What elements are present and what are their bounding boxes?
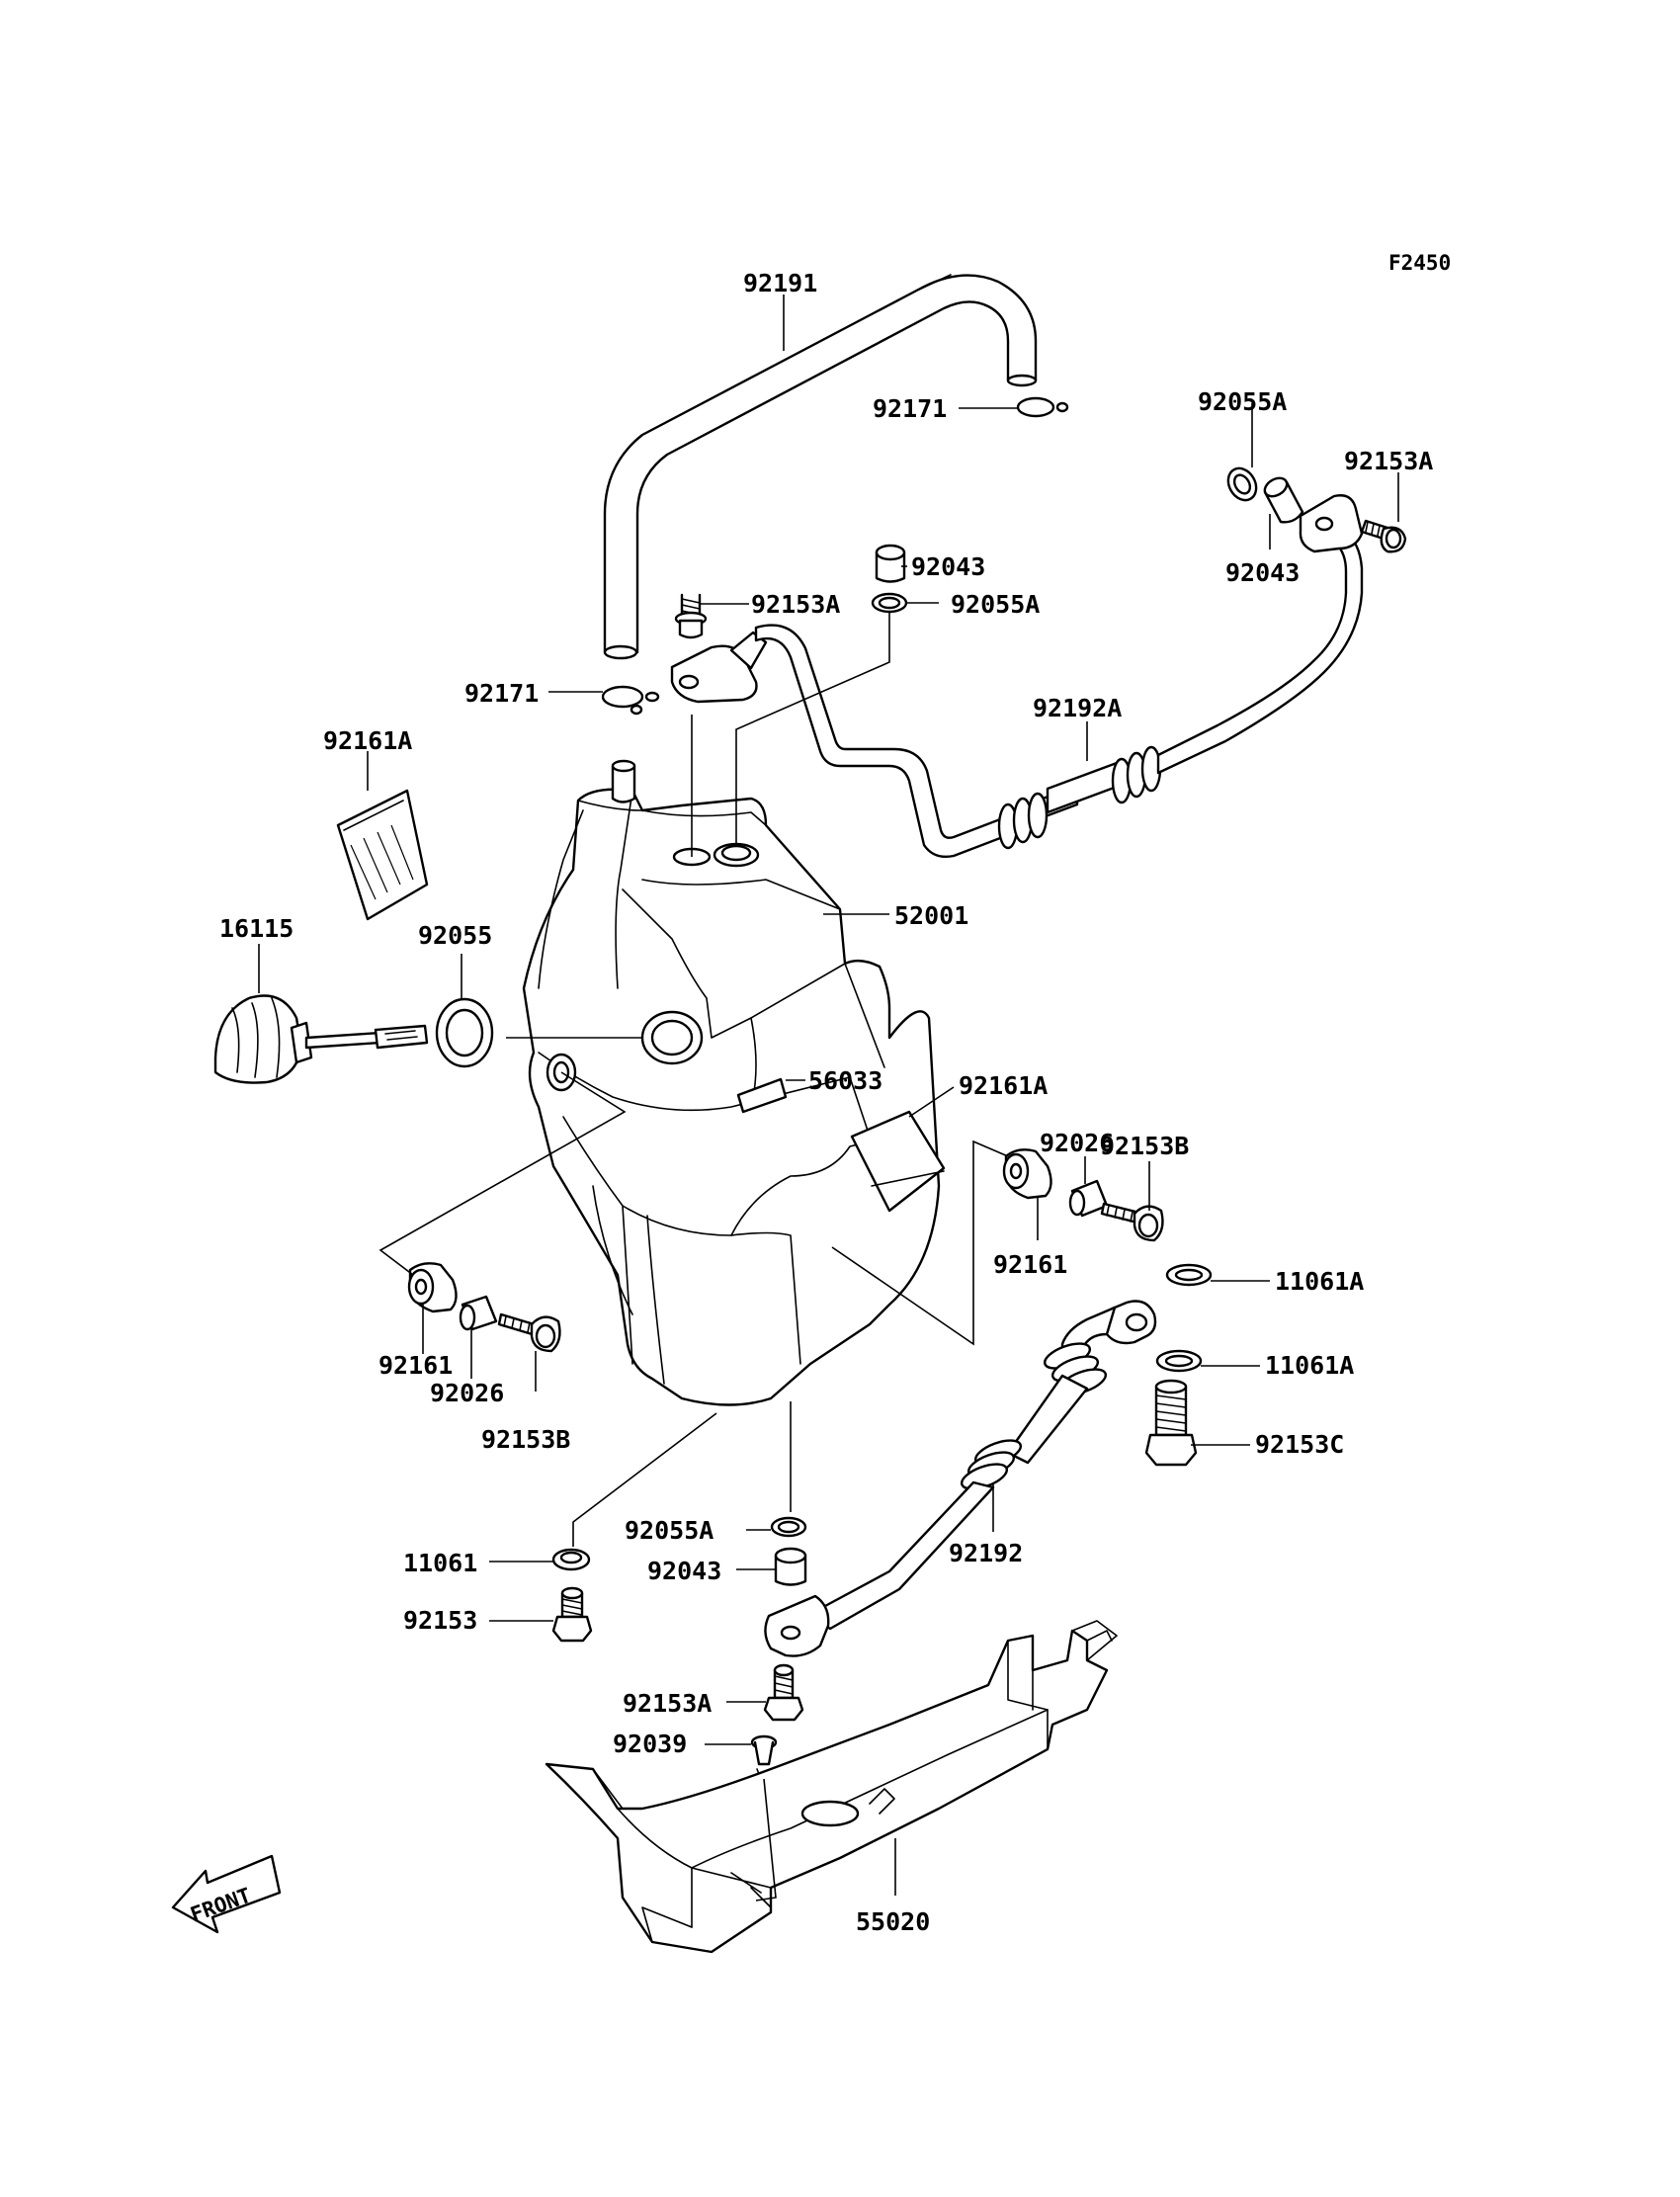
bolt-92153A-right (1360, 519, 1407, 553)
callout-92153A-bottom: 92153A (623, 1689, 712, 1718)
clip-92039 (750, 1734, 778, 1780)
callout-11061A-bottom: 11061A (1265, 1351, 1354, 1380)
leader-lines (258, 295, 1399, 1901)
fuel-hose-92192 (818, 1300, 1157, 1631)
washer-11061A-top (1165, 1263, 1213, 1287)
callout-52001: 52001 (894, 901, 968, 930)
callout-56033: 56033 (808, 1066, 882, 1095)
collar-92043-bottom (774, 1547, 807, 1586)
callout-11061: 11061 (403, 1549, 477, 1577)
callout-92153C: 92153C (1255, 1430, 1344, 1459)
callout-92161-right: 92161 (993, 1250, 1067, 1279)
callout-92171-mid: 92171 (464, 679, 539, 708)
bolt-92153A-bottom (763, 1663, 804, 1722)
collar-92043-right (1263, 476, 1304, 524)
callout-92161A-right: 92161A (959, 1071, 1048, 1100)
hose-clamp-92171-mid (601, 685, 660, 716)
collar-92026-left (459, 1295, 498, 1331)
callout-92161-left: 92161 (378, 1351, 453, 1380)
label-sheet-92161A-left (336, 789, 429, 921)
gasket-92055A-bottom (770, 1516, 807, 1538)
figure-code: F2450 (1388, 251, 1451, 275)
banjo-fitting-upper (670, 631, 768, 704)
callout-92153: 92153 (403, 1606, 477, 1635)
gasket-92055 (435, 997, 494, 1068)
fuel-cap-16115 (213, 994, 429, 1084)
banjo-fitting-right (1299, 494, 1364, 553)
callout-92153A-mid: 92153A (751, 590, 840, 619)
callout-92026-left: 92026 (430, 1379, 504, 1407)
breather-hose-92191 (603, 274, 1038, 660)
collar-92043-mid (875, 544, 906, 583)
banjo-bolt-92153C (1144, 1379, 1198, 1467)
bolt-92153B-right (1100, 1202, 1164, 1242)
callout-11061A-top: 11061A (1275, 1267, 1364, 1296)
callout-55020: 55020 (856, 1907, 930, 1936)
front-direction-arrow: FRONT (171, 1854, 282, 1934)
callout-92153A-right: 92153A (1344, 447, 1433, 475)
washer-11061A-bottom (1155, 1349, 1203, 1373)
cover-55020 (545, 1620, 1118, 1954)
hose-clamp-92171-top (1016, 396, 1069, 418)
callout-92153B-right: 92153B (1100, 1132, 1189, 1160)
callout-16115: 16115 (219, 914, 294, 943)
banjo-fitting-lower (764, 1594, 830, 1657)
grommet-92161-right (1002, 1148, 1052, 1200)
callout-92043-right: 92043 (1225, 558, 1300, 587)
fuel-tank-52001 (522, 759, 946, 1406)
callout-92043-bottom: 92043 (647, 1557, 721, 1585)
bolt-92153 (551, 1586, 593, 1643)
callout-92026-right: 92026 (1040, 1129, 1114, 1157)
callout-92192A: 92192A (1033, 694, 1122, 722)
grommet-92161-left (407, 1262, 458, 1313)
callout-92161A-left: 92161A (323, 726, 412, 755)
callout-92039: 92039 (613, 1730, 687, 1758)
callout-labels: 92191 92171 92055A 92153A 92043 92043 92… (219, 269, 1433, 1936)
bolt-92153A-mid (674, 593, 708, 639)
callout-92055A-bottom: 92055A (625, 1516, 714, 1545)
gasket-92055A-mid (871, 592, 908, 614)
washer-11061 (551, 1548, 591, 1571)
gasket-92055A-top (1226, 466, 1258, 502)
callout-92171-top: 92171 (873, 394, 947, 423)
callout-92192: 92192 (949, 1539, 1023, 1567)
bolt-92153B-left (497, 1312, 561, 1353)
callout-92055: 92055 (418, 921, 492, 950)
callout-92055A-mid: 92055A (951, 590, 1040, 619)
callout-92055A-top: 92055A (1198, 387, 1287, 416)
callout-92191: 92191 (743, 269, 817, 297)
callout-92043-mid: 92043 (911, 552, 985, 581)
hose-ferrule-right (1111, 745, 1162, 804)
callout-92153B-left: 92153B (481, 1425, 570, 1454)
hose-ferrule-left (997, 792, 1049, 850)
